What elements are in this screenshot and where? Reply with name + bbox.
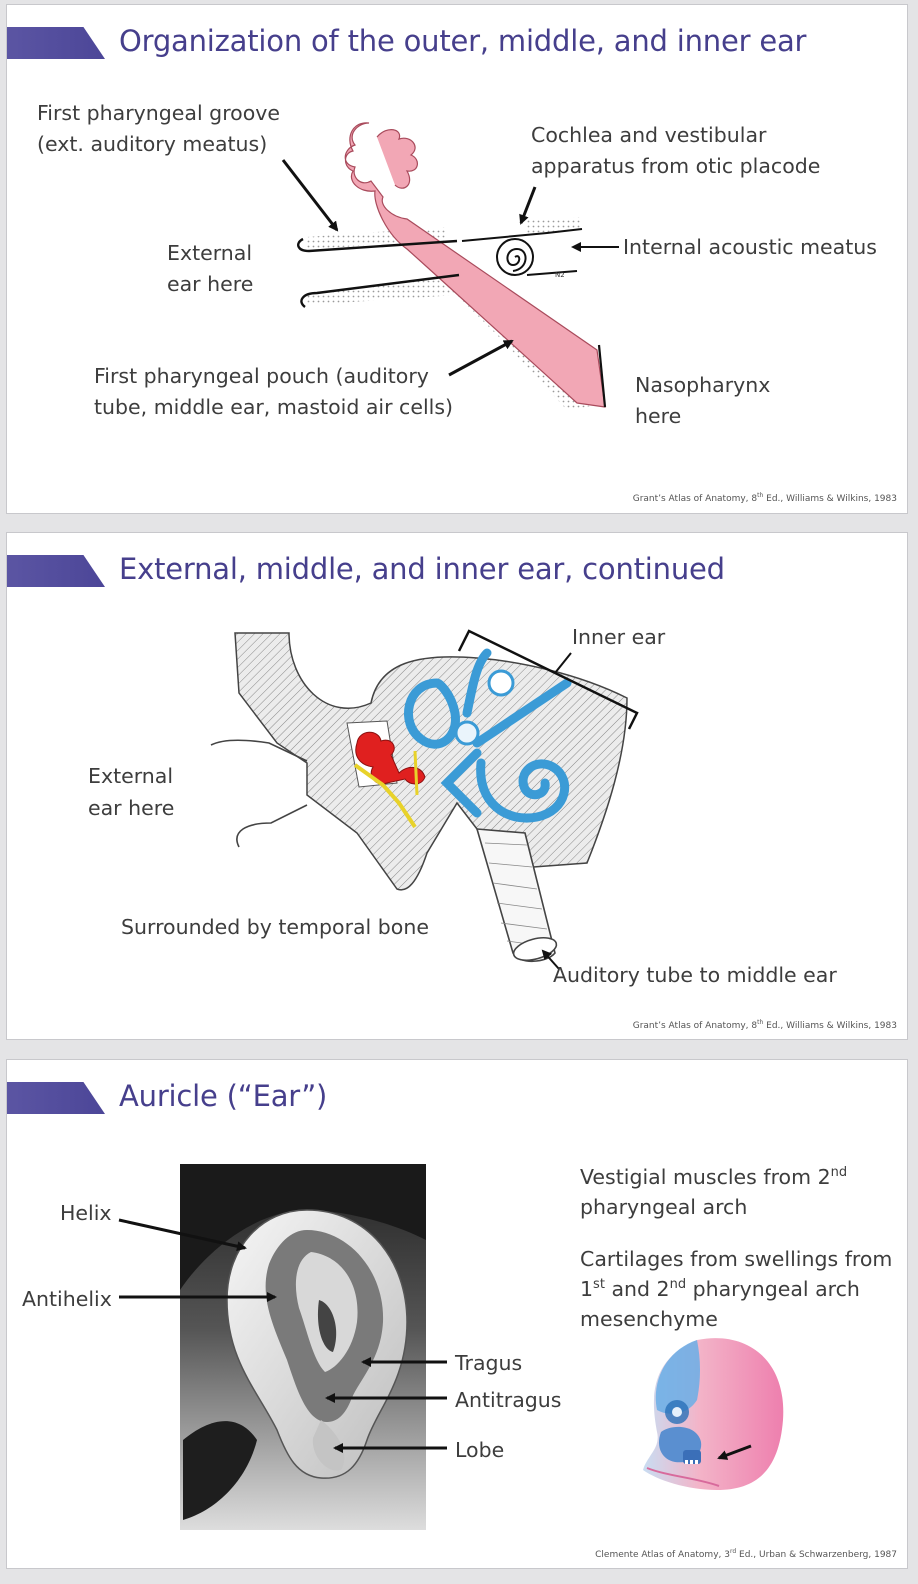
- slide-ear-continued: External, middle, and inner ear, continu…: [6, 532, 908, 1040]
- label-helix: Helix: [60, 1198, 112, 1229]
- label-cochlea-line2: apparatus from otic placode: [531, 151, 820, 182]
- label-auditory-tube: Auditory tube to middle ear: [553, 960, 837, 991]
- label-groove-line2: (ext. auditory meatus): [37, 129, 267, 160]
- label-nasopharynx-line1: Nasopharynx: [635, 370, 770, 401]
- label-external-line2: ear here: [167, 269, 253, 300]
- note-muscles-line1: Vestigial muscles from 2nd: [580, 1162, 847, 1193]
- label-pouch-line1: First pharyngeal pouch (auditory: [94, 361, 429, 392]
- label-temporal-bone: Surrounded by temporal bone: [121, 912, 429, 943]
- canal-lower-border: [237, 805, 307, 847]
- citation: Grant’s Atlas of Anatomy, 8th Ed., Willi…: [633, 494, 897, 504]
- slide-outer-middle-inner-ear: Organization of the outer, middle, and i…: [6, 4, 908, 514]
- label-external-line2: ear here: [88, 793, 174, 824]
- citation: Clemente Atlas of Anatomy, 3rd Ed., Urba…: [595, 1550, 897, 1560]
- note-cartilage-line3: mesenchyme: [580, 1304, 718, 1335]
- ear-photograph: [180, 1164, 426, 1530]
- otic-vesicle-lobes: [377, 130, 417, 189]
- auricle-figure: [7, 1060, 908, 1569]
- cochlea-arrow: [521, 187, 535, 223]
- meatus-lower-line: [527, 271, 577, 275]
- pouch-arrow: [449, 341, 512, 375]
- nerve-yellow-2: [415, 751, 417, 795]
- meatus-upper-line: [462, 229, 582, 241]
- bracket-tick: [555, 653, 571, 673]
- label-external-line1: External: [167, 238, 252, 269]
- note-cartilage-line2: 1st and 2nd pharyngeal arch: [580, 1274, 860, 1305]
- label-cochlea-line1: Cochlea and vestibular: [531, 120, 766, 151]
- label-pouch-line2: tube, middle ear, mastoid air cells): [94, 392, 453, 423]
- label-nasopharynx-line2: here: [635, 401, 681, 432]
- label-internal-meatus: Internal acoustic meatus: [623, 232, 877, 263]
- label-antihelix: Antihelix: [22, 1284, 112, 1315]
- label-lobe: Lobe: [455, 1435, 504, 1466]
- label-groove-line1: First pharyngeal groove: [37, 98, 280, 129]
- temporal-bone: [235, 633, 627, 890]
- slide-auricle: Auricle (“Ear”): [6, 1059, 908, 1569]
- note-muscles-line2: pharyngeal arch: [580, 1192, 747, 1223]
- citation: Grant’s Atlas of Anatomy, 8th Ed., Willi…: [633, 1021, 897, 1031]
- label-external-line1: External: [88, 761, 173, 792]
- label-tragus: Tragus: [455, 1348, 522, 1379]
- canal-ampulla: [489, 671, 513, 695]
- label-inner-ear: Inner ear: [572, 622, 665, 653]
- embryo-illustration: [643, 1338, 783, 1490]
- vestibule: [456, 722, 478, 744]
- note-cartilage-line1: Cartilages from swellings from: [580, 1244, 892, 1275]
- label-antitragus: Antitragus: [455, 1385, 561, 1416]
- groove-arrow: [283, 160, 337, 230]
- figure-mark: N2: [555, 271, 565, 279]
